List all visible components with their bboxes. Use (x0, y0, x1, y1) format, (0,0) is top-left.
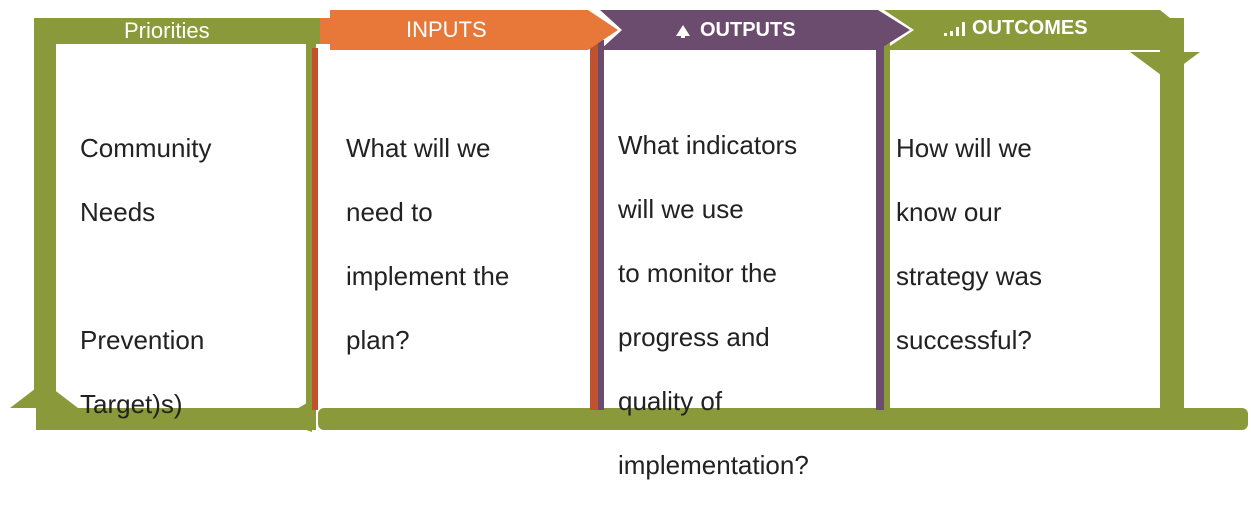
inputs-line: What will we (346, 133, 491, 163)
column-divider-3 (876, 40, 884, 410)
loop-bottom-bar (36, 408, 316, 430)
loop-bottom-right-bar (318, 408, 1248, 430)
priorities-line: Needs (80, 197, 156, 227)
outcomes-line: successful? (896, 325, 1032, 355)
inputs-line: plan? (346, 325, 410, 355)
column-divider-2-accent (598, 40, 604, 410)
inputs-body: What will we need to implement the plan? (346, 100, 586, 388)
outputs-body: What indicators will we use to monitor t… (618, 97, 873, 513)
inputs-header-label: INPUTS (406, 17, 487, 42)
logic-model-graphic (10, 10, 1248, 432)
priorities-body: Community Needs Prevention Target)s) (80, 100, 295, 452)
outputs-up-arrow-stem (681, 32, 685, 38)
priorities-line: Target)s) (80, 389, 183, 419)
outcomes-line: strategy was (896, 261, 1042, 291)
column-divider-1 (306, 40, 316, 410)
bar-chart-icon (944, 22, 965, 36)
outcomes-line: know our (896, 197, 1002, 227)
outputs-line: will we use (618, 194, 744, 224)
outcomes-header-arrow (884, 10, 1170, 50)
priorities-header-arrow (56, 18, 334, 44)
outputs-line: quality of (618, 386, 723, 416)
loop-right-bar (1160, 18, 1184, 413)
priorities-line: Community (80, 133, 212, 163)
down-arrow-icon (1130, 52, 1200, 78)
outputs-header-arrow (600, 10, 910, 50)
left-arrow-icon (278, 400, 312, 432)
outputs-up-arrow-icon (676, 25, 690, 36)
column-divider-3-accent (884, 40, 890, 410)
outputs-line: to monitor the (618, 258, 777, 288)
outputs-line: implementation? (618, 450, 809, 480)
outcomes-line: How will we (896, 133, 1032, 163)
outputs-line: progress and (618, 322, 770, 352)
inputs-line: implement the (346, 261, 510, 291)
outputs-header-label: OUTPUTS (700, 19, 796, 41)
priorities-header-label: Priorities (124, 18, 210, 43)
inputs-header-arrow (320, 10, 618, 50)
column-divider-2 (590, 40, 598, 410)
logic-model-diagram: Priorities INPUTS OUTPUTS OUTCOMES Commu… (10, 10, 1248, 480)
outcomes-header-label: OUTCOMES (972, 17, 1088, 39)
column-divider-1-accent (312, 48, 318, 410)
inputs-line: need to (346, 197, 433, 227)
up-arrow-icon (10, 382, 78, 408)
loop-left-bar (34, 20, 56, 405)
priorities-line: Prevention (80, 325, 205, 355)
outputs-line: What indicators (618, 130, 798, 160)
outcomes-body: How will we know our strategy was succes… (896, 100, 1151, 388)
priorities-line (80, 260, 295, 292)
